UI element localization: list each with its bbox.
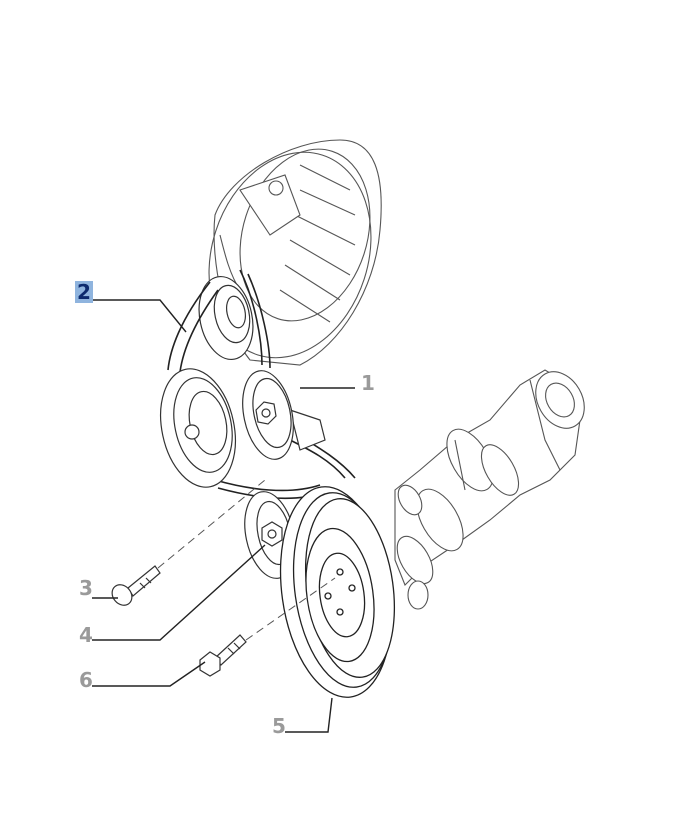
callout-4[interactable]: 4 [79,623,93,647]
alternator [208,139,382,366]
idler-pulley-large [160,368,236,488]
tensioner-pulley [242,370,326,460]
bolt-6 [199,634,247,677]
crankshaft-pulley [279,486,396,698]
bolt-3 [111,565,161,606]
assembly-axes [157,479,336,641]
callout-3[interactable]: 3 [79,576,93,600]
callout-6[interactable]: 6 [79,668,93,692]
leader-lines [92,299,355,733]
callout-5[interactable]: 5 [272,714,286,738]
poly-v-belt [167,269,356,499]
crankshaft [394,369,585,610]
callout-1[interactable]: 1 [361,371,375,395]
callout-2[interactable]: 2 [75,280,93,304]
